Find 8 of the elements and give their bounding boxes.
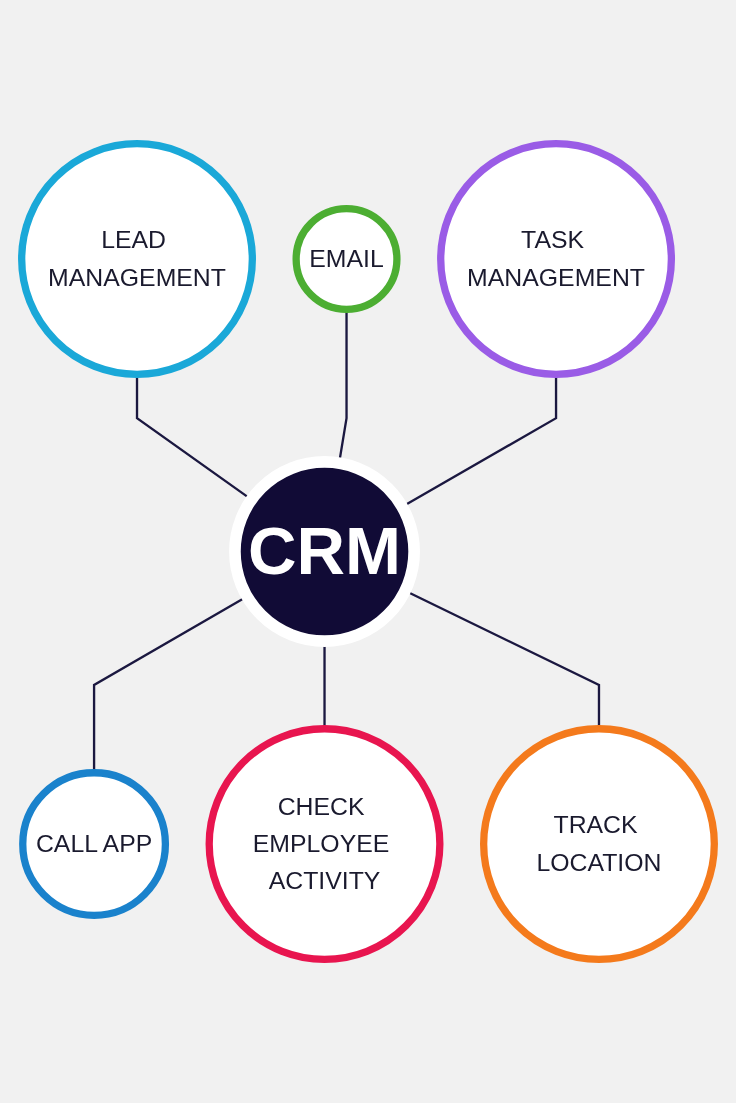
node-circle (205, 725, 444, 963)
crm-hub-diagram: EMAIL LEAD MANAGEMENT TASK MANAGEMENT CRM CALL APP TRACK LOCATION CHECK EMPLOYEE ACTIVITY (10, 10, 726, 1093)
node-circle (292, 204, 401, 313)
node-circle (18, 140, 256, 378)
node-circle (437, 140, 676, 378)
node-circle (19, 769, 170, 919)
node-circle (229, 456, 420, 647)
node-circle (480, 725, 718, 963)
